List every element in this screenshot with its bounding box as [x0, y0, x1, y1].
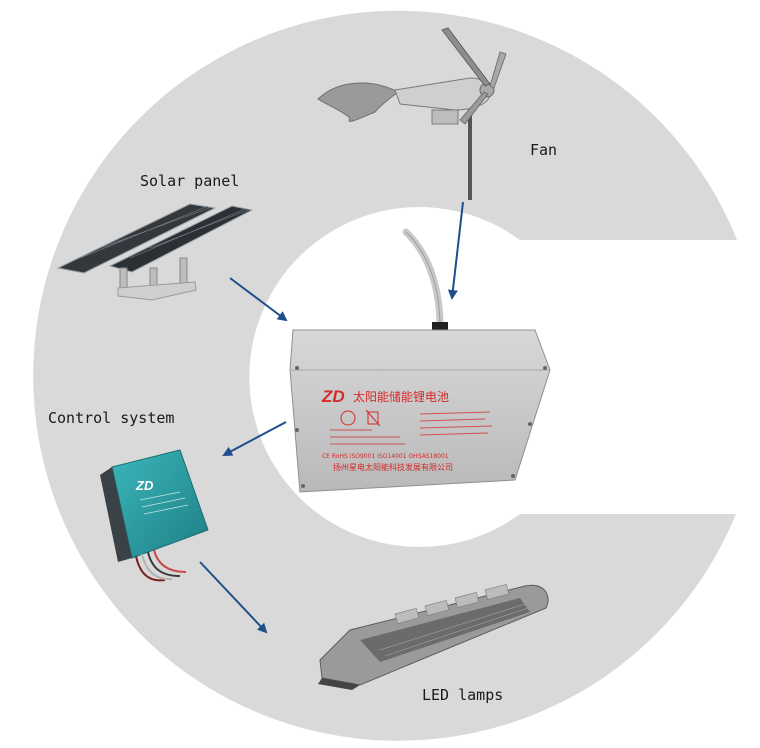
solar-panel-icon	[56, 203, 254, 301]
street-lamp-icon	[318, 583, 549, 690]
fan-label: Fan	[530, 141, 558, 159]
battery-title: 太阳能储能锂电池	[353, 389, 449, 404]
battery-footer: 扬州星电太阳能科技发展有限公司	[333, 462, 453, 472]
battery-pack-icon: ZD 太阳能储能锂电池 CE RoHS ISO9001 ISO14001 OHS…	[289, 228, 551, 493]
solar-panel-label: Solar panel	[140, 172, 240, 190]
arrow-solar-to-battery	[229, 277, 288, 322]
arrow-controller-to-led	[199, 561, 268, 634]
battery-cert: CE RoHS ISO9001 ISO14001 OHSAS18001	[322, 453, 449, 460]
controller-logo: ZD	[135, 478, 154, 493]
charge-controller-icon: ZD	[100, 449, 209, 582]
c-ring	[33, 10, 738, 741]
battery-logo: ZD	[321, 387, 345, 406]
led-lamps-label: LED lamps	[422, 686, 504, 704]
wind-turbine-icon	[317, 27, 507, 200]
control-system-label: Control system	[48, 409, 175, 427]
arrow-battery-to-controller	[222, 421, 287, 456]
flow-arrows	[199, 201, 464, 634]
arrow-fan-to-battery	[447, 201, 464, 300]
